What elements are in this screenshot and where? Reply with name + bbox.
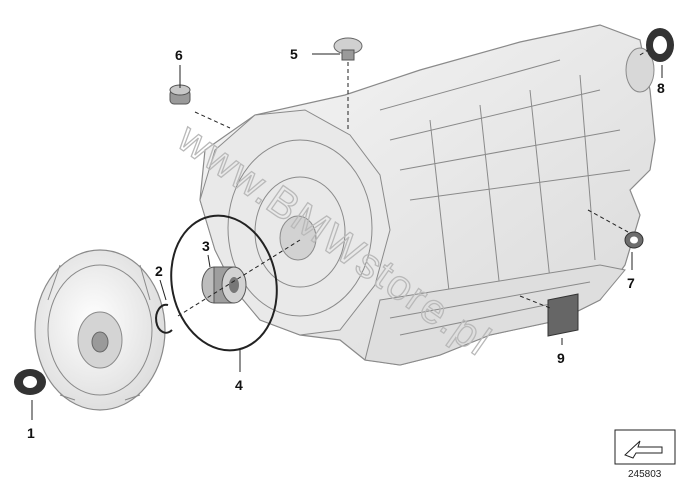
callout-9: 9 <box>557 350 565 366</box>
callout-3: 3 <box>202 238 210 254</box>
label-plate-part-9 <box>547 293 579 337</box>
screw-plug-part-6 <box>169 84 191 105</box>
transmission-housing <box>199 24 656 366</box>
leader-lines <box>31 49 663 420</box>
sealing-ring-part-7 <box>624 231 644 249</box>
seal-ring-part-1 <box>14 369 46 395</box>
reference-box: 245803 <box>614 429 676 480</box>
callout-1: 1 <box>27 425 35 441</box>
o-ring-part-4 <box>170 214 278 352</box>
snap-ring-part-2 <box>155 303 173 334</box>
callout-5: 5 <box>290 46 298 62</box>
arrow-icon <box>624 440 663 459</box>
callout-2: 2 <box>155 263 163 279</box>
plug-part-5 <box>333 37 363 61</box>
callout-4: 4 <box>235 377 243 393</box>
torque-converter <box>34 249 166 411</box>
callout-7: 7 <box>627 275 635 291</box>
reference-number: 245803 <box>628 469 662 480</box>
shaft-seal-part-8 <box>646 28 674 62</box>
callout-8: 8 <box>657 80 665 96</box>
callout-6: 6 <box>175 47 183 63</box>
gear-part-3 <box>201 266 247 304</box>
